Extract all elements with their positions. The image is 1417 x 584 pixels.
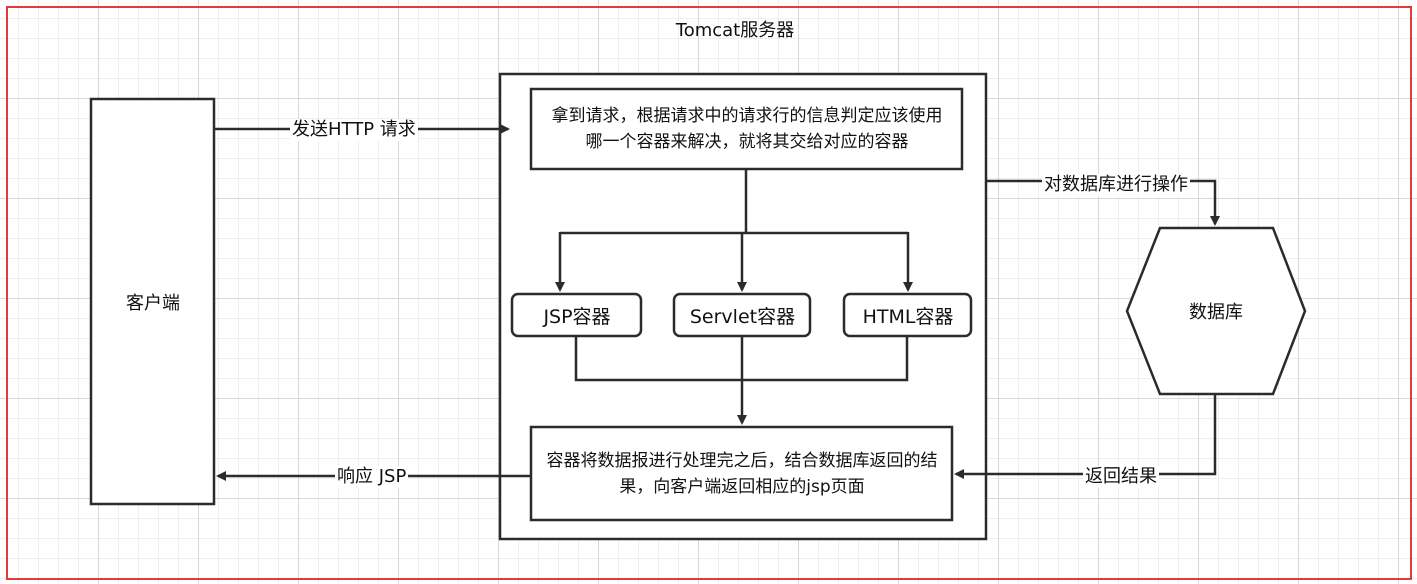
edge-label-return-result: 返回结果 <box>1083 466 1159 488</box>
servlet-container-label: Servlet容器 <box>689 305 796 328</box>
diagram-title: Tomcat服务器 <box>675 20 795 41</box>
arrow-return-result <box>954 394 1217 479</box>
edge-label-db-operation: 对数据库进行操作 <box>1042 174 1190 196</box>
database-label: 数据库 <box>1189 302 1243 323</box>
jsp-container-label: JSP容器 <box>543 305 611 328</box>
outer-frame <box>6 6 1412 580</box>
dispatch-box-text: 拿到请求，根据请求中的请求行的信息判定应该使用哪一个容器来解决，就将其交给对应的… <box>551 106 943 152</box>
result-box-text: 容器将数据报进行处理完之后，结合数据库返回的结果，向客户端返回相应的jsp页面 <box>546 451 938 497</box>
result-box <box>529 425 954 522</box>
dispatch-box <box>529 87 964 171</box>
edge-label-send-request: 发送HTTP 请求 <box>290 119 418 141</box>
html-container-label: HTML容器 <box>862 305 954 328</box>
client-label: 客户端 <box>126 293 180 314</box>
edge-label-response: 响应 JSP <box>335 466 409 488</box>
database-hexagon <box>1125 226 1307 396</box>
client-box <box>89 97 216 506</box>
